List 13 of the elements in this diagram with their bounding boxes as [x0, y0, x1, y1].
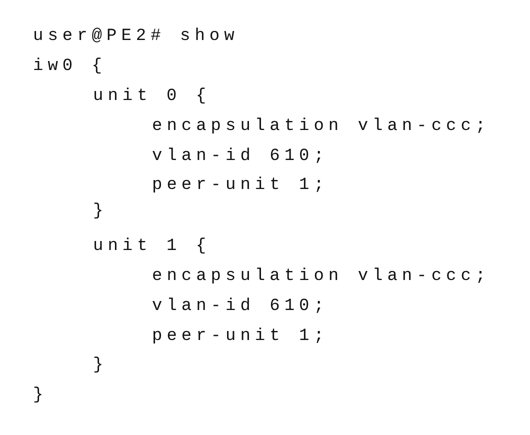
code-line: }: [93, 356, 108, 376]
code-line: peer-unit 1;: [152, 176, 328, 196]
code-line: vlan-id 610;: [152, 297, 328, 317]
code-line: encapsulation vlan-ccc;: [152, 267, 490, 287]
code-line: peer-unit 1;: [152, 327, 328, 347]
code-line: iw0 {: [33, 57, 107, 77]
code-line: unit 0 {: [93, 87, 211, 107]
code-line: encapsulation vlan-ccc;: [152, 117, 490, 137]
code-line: }: [93, 202, 108, 222]
code-line: }: [33, 386, 48, 406]
code-line: vlan-id 610;: [152, 147, 328, 167]
code-line: user@PE2# show: [33, 27, 239, 47]
code-line: unit 1 {: [93, 237, 211, 257]
